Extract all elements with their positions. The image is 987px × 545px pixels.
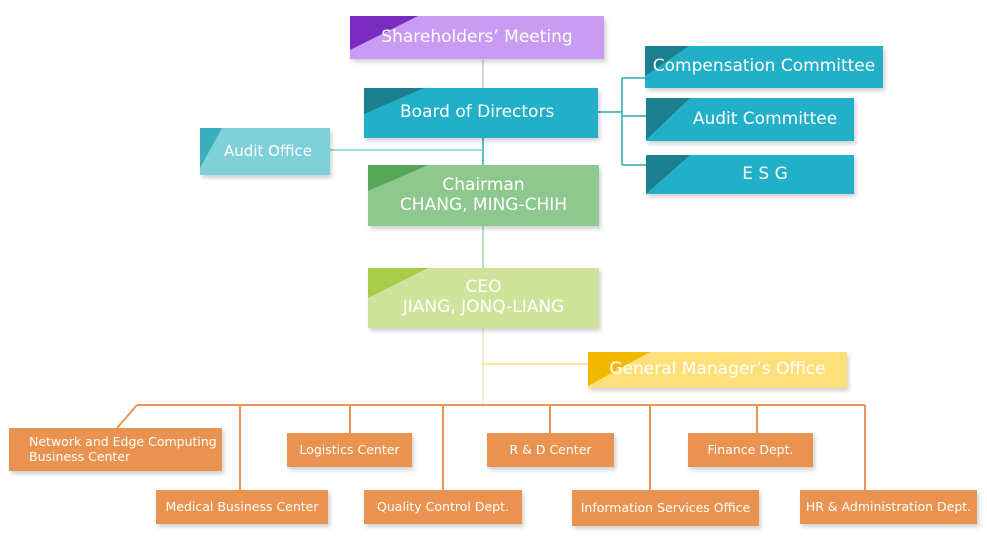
dept-medical: Medical Business Center	[156, 490, 328, 524]
audit-committee-label: Audit Committee	[692, 108, 838, 129]
chairman-title: Chairman	[442, 174, 525, 195]
gm-office-label: General Manager’s Office	[609, 359, 826, 380]
dept-logistics: Logistics Center	[287, 433, 412, 467]
dept-information-services-label: Information Services Office	[580, 499, 751, 515]
ceo-box: CEO JIANG, JONQ-LIANG	[368, 268, 599, 328]
shareholders-meeting-label: Shareholders’ Meeting	[381, 26, 573, 47]
shareholders-meeting-box: Shareholders’ Meeting	[350, 16, 604, 59]
esg-box: E S G	[646, 155, 854, 194]
dept-finance: Finance Dept.	[688, 433, 813, 467]
dept-network-edge-line2: Business Center	[29, 448, 131, 464]
audit-office-label: Audit Office	[224, 141, 312, 160]
compensation-committee-box: Compensation Committee	[645, 46, 883, 88]
chairman-name: CHANG, MING-CHIH	[399, 194, 568, 215]
audit-office-box: Audit Office	[200, 128, 330, 175]
line-dept-network	[116, 404, 138, 429]
dept-quality-control-label: Quality Control Dept.	[377, 498, 509, 514]
dept-information-services: Information Services Office	[572, 490, 759, 526]
dept-medical-label: Medical Business Center	[165, 498, 319, 514]
dept-hr-admin: HR & Administration Dept.	[800, 490, 977, 524]
esg-label: E S G	[742, 163, 788, 184]
board-of-directors-label: Board of Directors	[400, 102, 555, 123]
dept-hr-admin-label: HR & Administration Dept.	[805, 498, 972, 514]
dept-rd-center-label: R & D Center	[509, 441, 592, 457]
dept-rd-center: R & D Center	[487, 433, 614, 467]
dept-finance-label: Finance Dept.	[707, 441, 794, 457]
ceo-title: CEO	[465, 277, 502, 298]
audit-committee-box: Audit Committee	[646, 98, 854, 141]
dept-logistics-label: Logistics Center	[299, 441, 400, 457]
gm-office-box: General Manager’s Office	[588, 352, 847, 388]
dept-network-edge-line1: Network and Edge Computing	[29, 434, 217, 450]
dept-quality-control: Quality Control Dept.	[364, 490, 522, 524]
compensation-committee-label: Compensation Committee	[652, 56, 876, 77]
board-of-directors-box: Board of Directors	[364, 88, 598, 138]
dept-network-edge: Network and Edge Computing Business Cent…	[9, 428, 222, 471]
chairman-box: Chairman CHANG, MING-CHIH	[368, 165, 599, 226]
ceo-name: JIANG, JONQ-LIANG	[402, 297, 565, 317]
